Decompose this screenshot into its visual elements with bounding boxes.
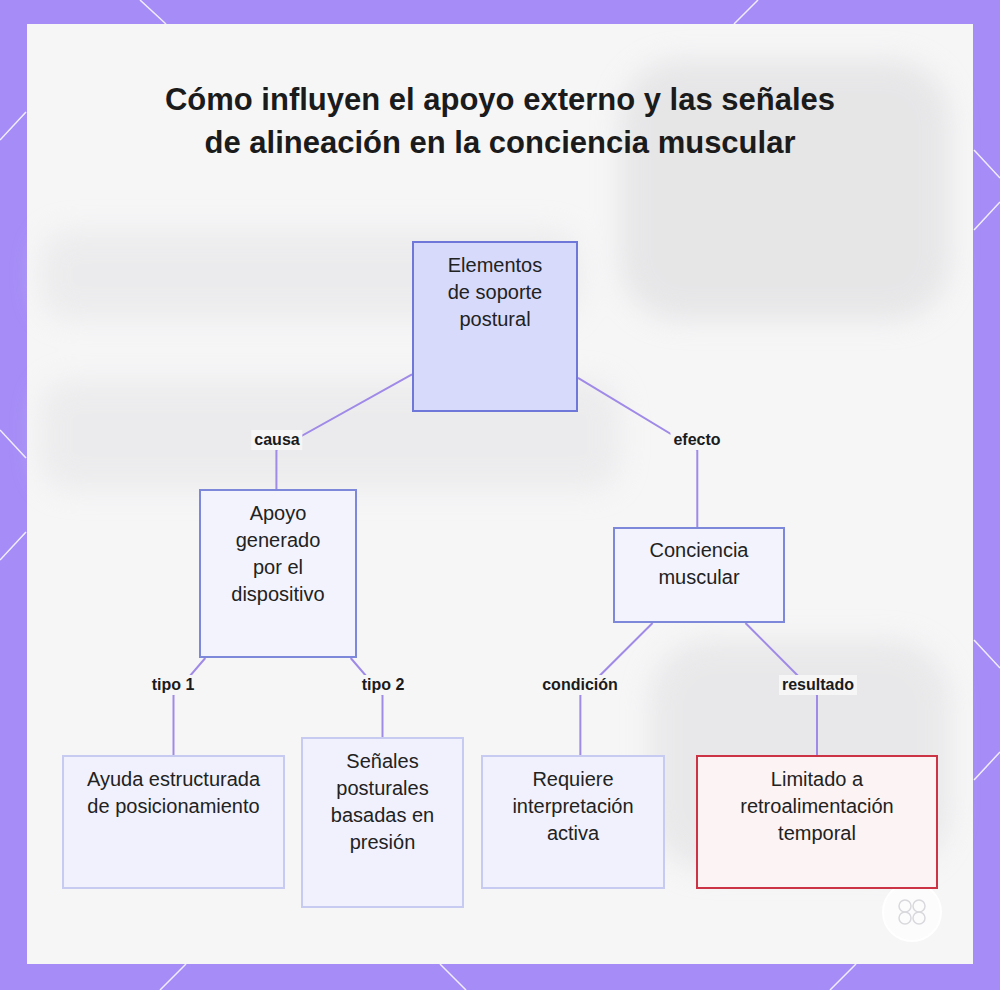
edge-label: resultado (779, 675, 857, 695)
process-box: Limitado a retroalimentación temporal (696, 755, 938, 889)
process-box: Requiere interpretación activa (481, 755, 665, 889)
process-box: Conciencia muscular (613, 527, 785, 623)
connector-line (351, 658, 383, 737)
node-text: Señales posturales basadas en presión (324, 748, 442, 856)
edge-label: tipo 1 (149, 675, 198, 695)
process-box: Señales posturales basadas en presión (301, 737, 464, 908)
edge-label: efecto (670, 430, 723, 450)
node-text: Conciencia muscular (634, 537, 764, 591)
edge-label: condición (539, 675, 621, 695)
edge-label: tipo 2 (359, 675, 408, 695)
diagram-title: Cómo influyen el apoyo externo y las señ… (150, 78, 850, 164)
connector-line (578, 378, 697, 527)
process-box: Apoyo generado por el dispositivo (199, 489, 357, 658)
content-panel (27, 24, 973, 964)
node-text: Ayuda estructurada de posicionamiento (84, 766, 264, 820)
node-text: Requiere interpretación activa (493, 766, 653, 847)
logo-badge (883, 883, 941, 941)
node-text: Apoyo generado por el dispositivo (222, 500, 334, 608)
edge-label: causa (251, 430, 302, 450)
node-text: Limitado a retroalimentación temporal (717, 766, 917, 847)
logo-symbol (899, 900, 925, 924)
node-text: Elementos de soporte postural (439, 252, 551, 333)
process-box: Elementos de soporte postural (412, 241, 578, 412)
connector-line (174, 658, 206, 755)
blurred-background (40, 60, 950, 870)
process-box: Ayuda estructurada de posicionamiento (62, 755, 285, 889)
